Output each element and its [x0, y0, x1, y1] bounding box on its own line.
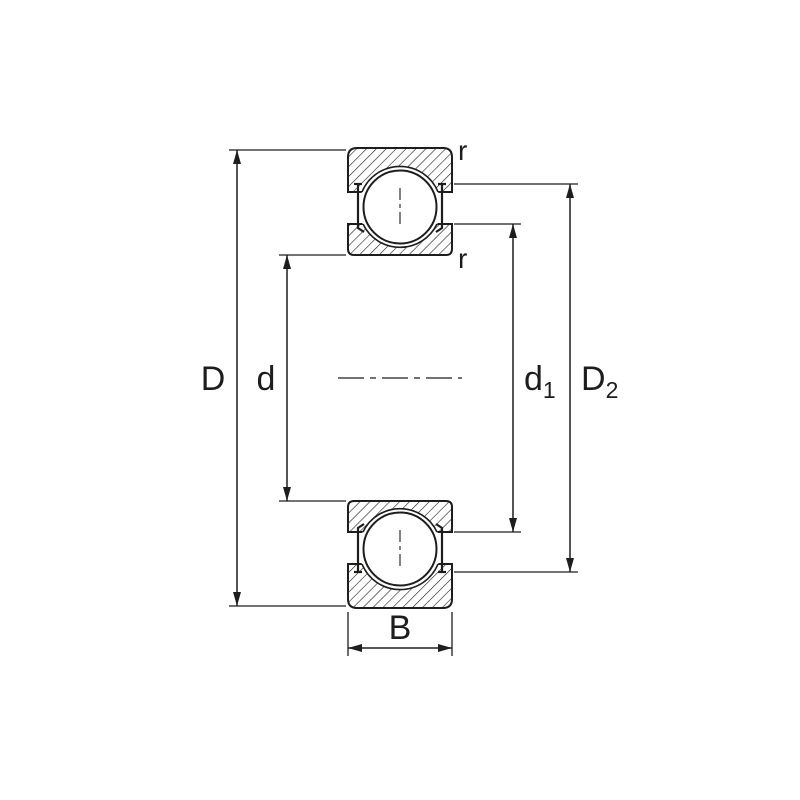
- radius-labels: r r: [458, 135, 467, 274]
- dimension-D: D: [201, 149, 346, 607]
- bearing-bottom-section: [347, 500, 453, 609]
- dimension-d1: d1: [454, 223, 556, 533]
- inner-raceway-top: [362, 223, 438, 249]
- outer-raceway-bottom: [361, 563, 439, 591]
- shield-left-top: [354, 182, 365, 233]
- dimension-d: d: [257, 254, 346, 502]
- arrowhead-down: [566, 558, 574, 572]
- arrowhead-up: [233, 150, 241, 164]
- label-r-inner: r: [458, 243, 467, 274]
- outer-raceway-top: [361, 165, 439, 193]
- label-D: D: [201, 360, 226, 398]
- arrowhead-down: [233, 592, 241, 606]
- arrowhead-down: [283, 487, 291, 501]
- arrowhead-left: [348, 644, 362, 652]
- arrowhead-up: [283, 255, 291, 269]
- bearing-top-section: [347, 147, 453, 256]
- inner-raceway-bottom: [362, 507, 438, 533]
- label-D2: D2: [581, 360, 618, 403]
- dimension-B: B: [347, 609, 453, 656]
- label-r-outer: r: [458, 135, 467, 166]
- label-d: d: [257, 360, 276, 398]
- dimension-D2: D2: [454, 183, 618, 573]
- shield-right-top: [435, 182, 446, 233]
- arrowhead-up: [509, 224, 517, 238]
- label-B: B: [389, 609, 412, 647]
- shield-right-bottom: [435, 523, 446, 574]
- shield-left-bottom: [354, 523, 365, 574]
- arrowhead-up: [566, 184, 574, 198]
- arrowhead-down: [509, 518, 517, 532]
- arrowhead-right: [438, 644, 452, 652]
- label-d1: d1: [524, 360, 556, 403]
